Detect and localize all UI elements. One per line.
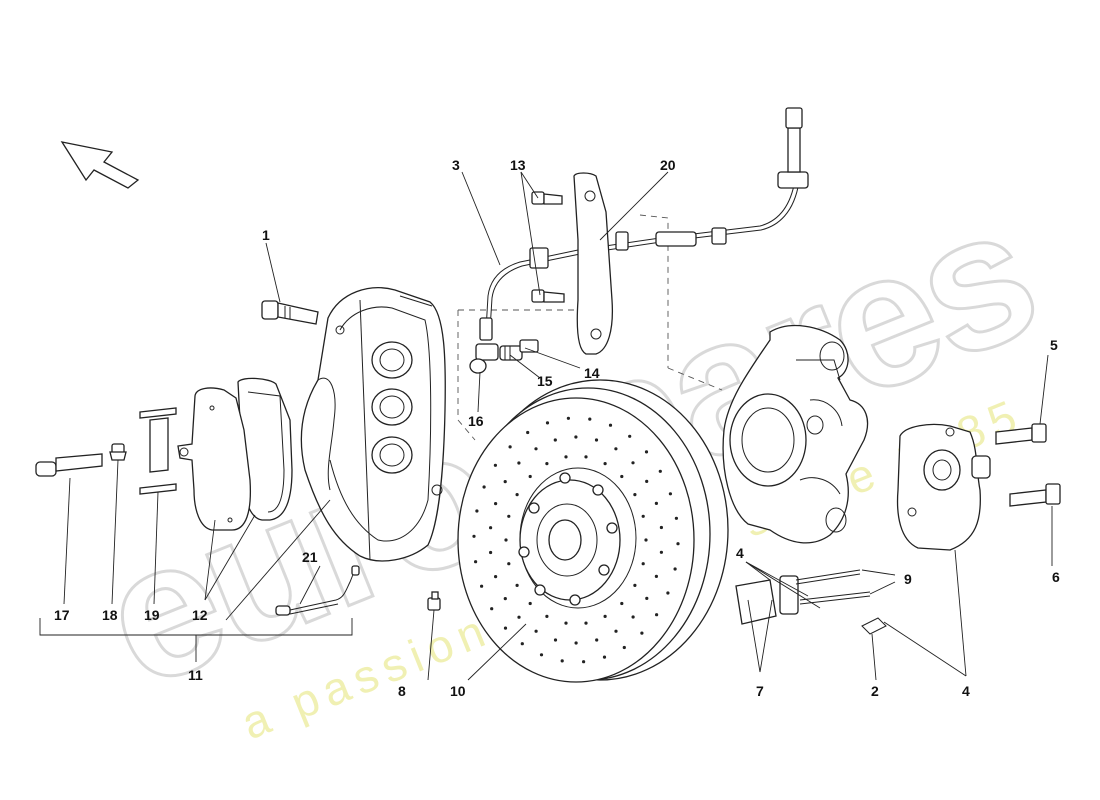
callout-17: 17 [54,607,70,623]
callout-1: 1 [262,227,270,243]
direction-arrow-icon [60,141,140,189]
leader-lines [39,171,1053,681]
callout-3: 3 [452,157,460,173]
caliper-piston [371,388,413,426]
callout-5: 5 [1050,337,1058,353]
callout-4-right: 4 [962,683,970,699]
reference-lines [457,214,723,441]
callout-15: 15 [537,373,553,389]
callout-14: 14 [584,365,600,381]
disc-mounting-bolt [559,472,571,484]
brake-caliper [300,287,446,562]
disc-mounting-bolt [598,564,610,576]
callout-13: 13 [510,157,526,173]
disc-mounting-bolt [569,594,581,606]
callout-20: 20 [660,157,676,173]
disc-mounting-bolt [606,522,618,534]
callout-18: 18 [102,607,118,623]
callout-labels: 1 2 3 4 4 5 6 7 8 9 10 11 12 13 14 15 16… [54,157,1060,699]
caliper-piston [371,341,413,379]
disc-mounting-bolt [534,584,546,596]
wheel-carrier [722,324,869,544]
disc-mounting-bolt [528,502,540,514]
callout-19: 19 [144,607,160,623]
wear-sensor [275,565,360,616]
guide-pin [795,569,861,585]
callout-6: 6 [1052,569,1060,585]
callout-10: 10 [450,683,466,699]
callout-2: 2 [871,683,879,699]
brake-disc [457,379,729,683]
pad-pin [35,453,103,477]
caliper-piston [371,436,413,474]
retaining-clip [861,617,887,635]
caliper-adapter-bracket [573,172,614,355]
callout-12: 12 [192,607,208,623]
adapter-bolt [531,191,563,205]
caliper-bolt [261,300,319,325]
callout-7: 7 [756,683,764,699]
brake-pad-front [177,387,252,531]
adapter-bolt [531,289,565,303]
parking-brake-caliper [896,423,991,551]
pad-retaining-spring [139,407,177,495]
banjo-fitting [499,339,539,361]
callout-9: 9 [904,571,912,587]
disc-drill-holes [472,416,680,664]
small-bolt [109,443,127,461]
mounting-bolt-upper [995,423,1047,445]
disc-mounting-bolt [592,484,604,496]
callout-8: 8 [398,683,406,699]
mounting-bolt-lower [1009,483,1061,507]
disc-mounting-bolt [518,546,530,558]
callout-11: 11 [188,667,203,683]
shim-plate [735,575,799,625]
callout-21: 21 [302,549,318,565]
callout-4-left: 4 [736,545,744,561]
callout-16: 16 [468,413,484,429]
